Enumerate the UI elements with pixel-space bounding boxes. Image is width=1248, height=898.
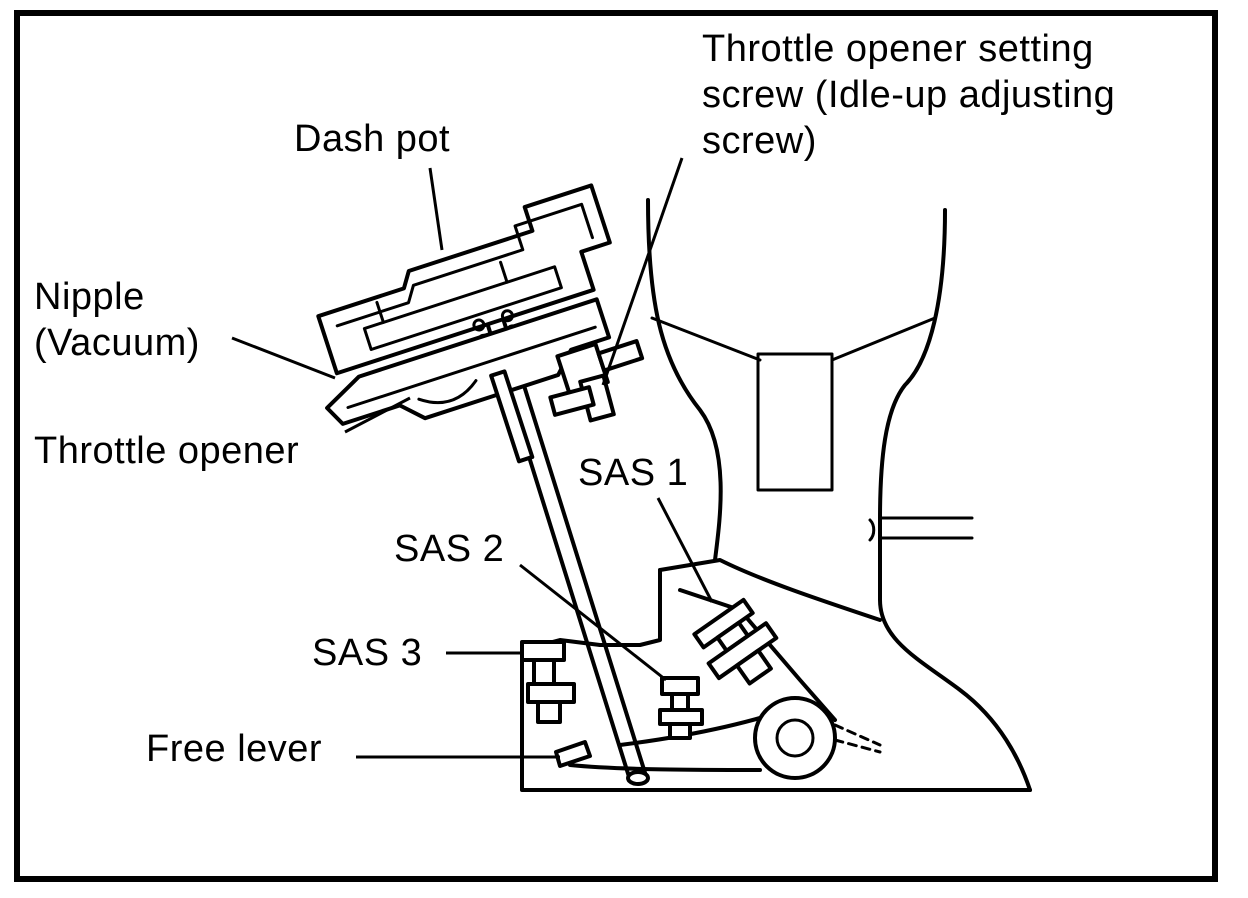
label-throttle-opener-setting-screw: Throttle opener setting screw (Idle-up a…: [702, 26, 1115, 164]
label-nipple-line2: (Vacuum): [34, 322, 200, 364]
sas2-screw: [658, 676, 704, 740]
label-nipple-line1: Nipple: [34, 276, 145, 318]
label-sas3: SAS 3: [312, 632, 423, 674]
linkage-bracket: [520, 568, 1032, 792]
sas3-screw: [520, 640, 576, 724]
label-dash-pot: Dash pot: [294, 118, 451, 160]
label-sas1: SAS 1: [578, 452, 689, 494]
label-throttle-opener-setting-screw-line3: screw): [702, 120, 817, 162]
leader-lines: [231, 157, 714, 759]
label-sas2: SAS 2: [394, 528, 505, 570]
label-free-lever: Free lever: [146, 728, 323, 770]
free-lever: [554, 740, 592, 768]
label-nipple: Nipple (Vacuum): [34, 274, 200, 366]
carburetor-body: [646, 198, 1032, 792]
label-throttle-opener-setting-screw-line2: screw (Idle-up adjusting: [702, 74, 1116, 116]
throttle-opener-setting-screw: [548, 373, 616, 423]
label-throttle-opener: Throttle opener: [34, 430, 300, 472]
sas1-screw: [692, 597, 779, 686]
label-throttle-opener-setting-screw-line1: Throttle opener setting: [702, 28, 1094, 70]
dash-pot-assembly: [316, 183, 645, 464]
